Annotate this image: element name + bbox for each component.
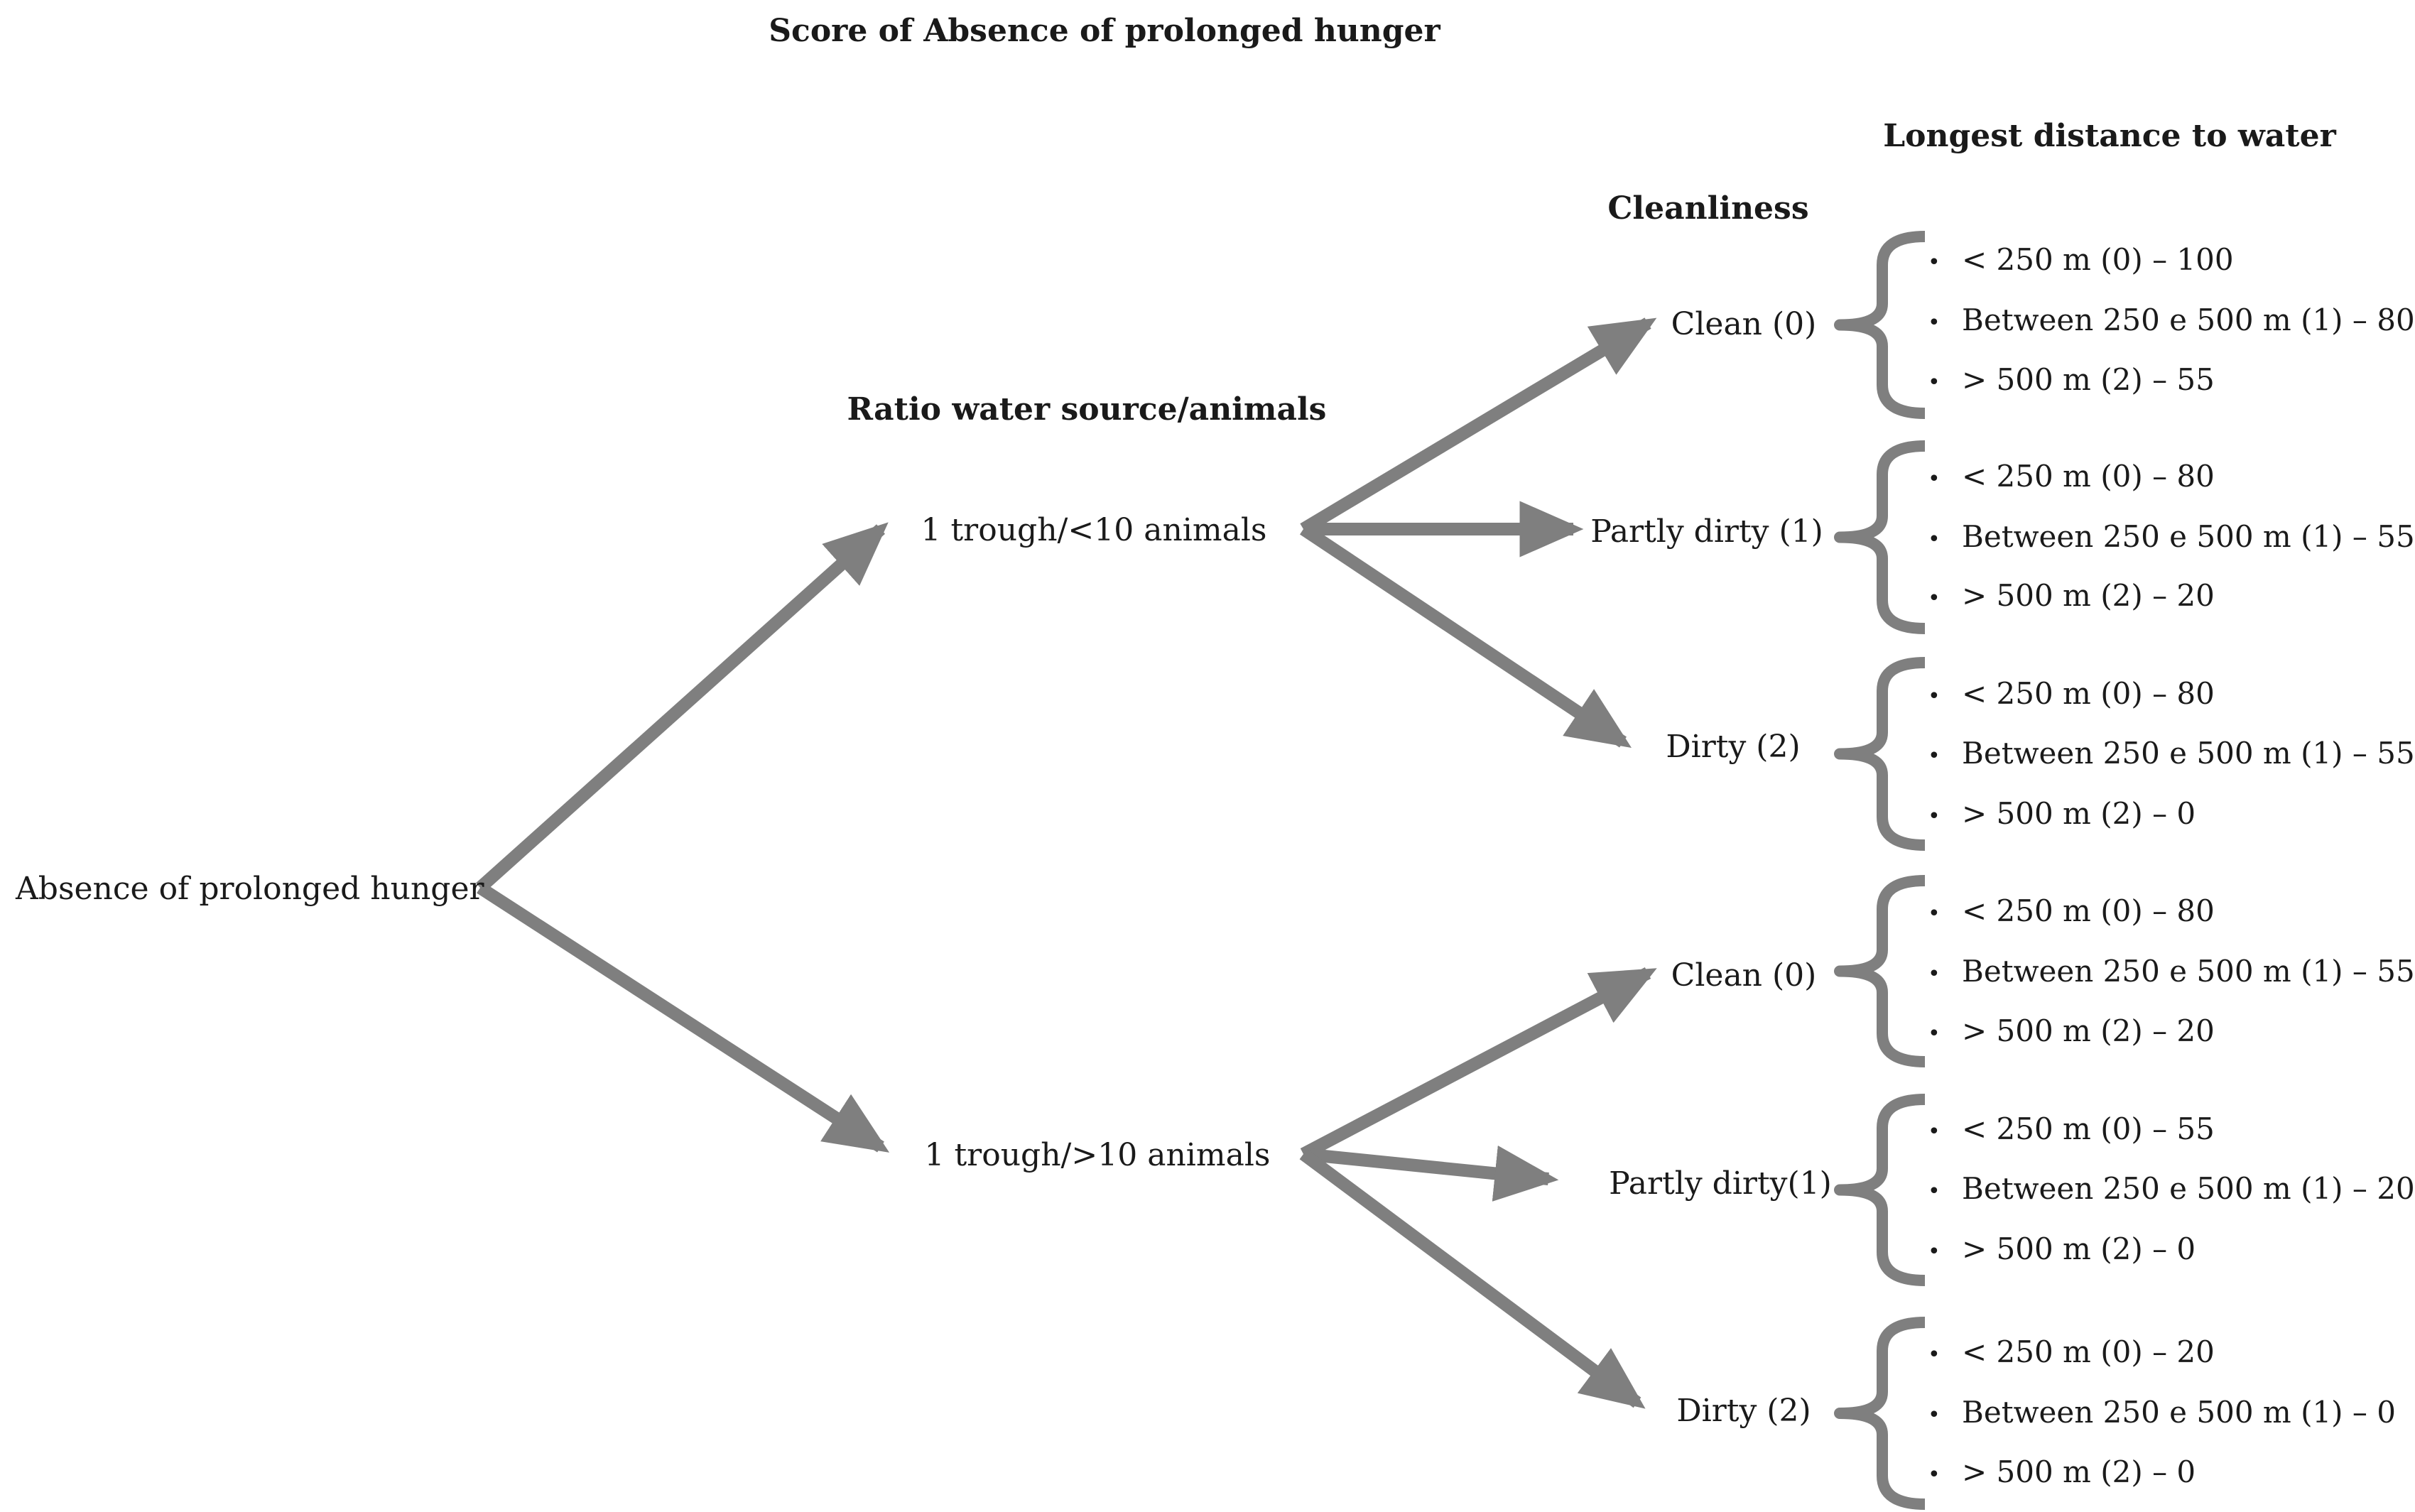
option-item: > 500 m (2) – 0 (1962, 796, 2196, 831)
arrow-ratio-2-to-partly (1303, 1145, 1559, 1202)
option-item: < 250 m (0) – 100 (1962, 242, 2234, 277)
group-brace-5 (1834, 1094, 1926, 1286)
bullet-icon: • (1928, 527, 1941, 552)
arrow-root-to-ratio-1 (475, 522, 889, 893)
bullet-icon: • (1928, 250, 1941, 275)
ratio-node-less-10: 1 trough/<10 animals (921, 512, 1267, 548)
bullet-icon: • (1928, 1462, 1941, 1487)
option-item: > 500 m (2) – 55 (1962, 362, 2215, 397)
option-item: Between 250 e 500 m (1) – 55 (1962, 954, 2415, 989)
group-brace-6 (1834, 1317, 1926, 1510)
bullet-icon: • (1928, 901, 1941, 926)
header-cleanliness: Cleanliness (1607, 190, 1809, 227)
bullet-icon: • (1928, 1403, 1941, 1427)
bullet-icon: • (1928, 1119, 1941, 1144)
arrow-root-to-ratio-2 (477, 882, 890, 1153)
bullet-icon: • (1928, 804, 1941, 829)
option-item: < 250 m (0) – 80 (1962, 459, 2215, 494)
bullet-icon: • (1928, 684, 1941, 709)
arrow-ratio-2-to-clean (1300, 967, 1657, 1160)
bullet-icon: • (1928, 467, 1941, 491)
cleanliness-node-dirty-2: Dirty (2) (1676, 1393, 1811, 1429)
option-item: < 250 m (0) – 20 (1962, 1334, 2215, 1369)
diagram-title: Score of Absence of prolonged hunger (769, 13, 1440, 49)
cleanliness-node-partly-dirty-1: Partly dirty (1) (1590, 513, 1823, 550)
ratio-node-more-10: 1 trough/>10 animals (924, 1137, 1271, 1173)
arrow-ratio-1-to-dirty (1300, 523, 1632, 748)
cleanliness-node-clean-1: Clean (0) (1671, 306, 1817, 342)
option-item: Between 250 e 500 m (1) – 55 (1962, 736, 2415, 771)
arrow-ratio-1-to-clean (1300, 317, 1657, 535)
group-brace-4 (1834, 875, 1926, 1067)
bullet-icon: • (1928, 1021, 1941, 1046)
option-item: Between 250 e 500 m (1) – 0 (1962, 1395, 2396, 1430)
header-ratio: Ratio water source/animals (847, 391, 1327, 428)
arrow-ratio-2-to-dirty (1299, 1148, 1646, 1409)
option-item: < 250 m (0) – 80 (1962, 676, 2215, 711)
group-brace-1 (1834, 231, 1926, 419)
bullet-icon: • (1928, 1179, 1941, 1204)
option-item: > 500 m (2) – 20 (1962, 1013, 2215, 1048)
cleanliness-node-partly-dirty-2: Partly dirty(1) (1609, 1165, 1832, 1202)
cleanliness-node-dirty-1: Dirty (2) (1666, 729, 1801, 765)
header-distance: Longest distance to water (1883, 118, 2336, 154)
group-brace-3 (1834, 657, 1926, 851)
bullet-icon: • (1928, 586, 1941, 611)
bullet-icon: • (1928, 962, 1941, 986)
bullet-icon: • (1928, 370, 1941, 395)
root-node: Absence of prolonged hunger (16, 871, 484, 907)
option-item: Between 250 e 500 m (1) – 55 (1962, 519, 2415, 554)
bullet-icon: • (1928, 744, 1941, 768)
option-item: > 500 m (2) – 0 (1962, 1231, 2196, 1266)
group-brace-2 (1834, 440, 1926, 634)
option-item: > 500 m (2) – 20 (1962, 578, 2215, 613)
option-item: > 500 m (2) – 0 (1962, 1454, 2196, 1489)
cleanliness-node-clean-2: Clean (0) (1671, 957, 1817, 994)
bullet-icon: • (1928, 310, 1941, 335)
bullet-icon: • (1928, 1239, 1941, 1264)
option-item: Between 250 e 500 m (1) – 80 (1962, 303, 2415, 337)
bullet-icon: • (1928, 1342, 1941, 1367)
option-item: < 250 m (0) – 55 (1962, 1111, 2215, 1146)
option-item: Between 250 e 500 m (1) – 20 (1962, 1171, 2415, 1206)
option-item: < 250 m (0) – 80 (1962, 893, 2215, 928)
